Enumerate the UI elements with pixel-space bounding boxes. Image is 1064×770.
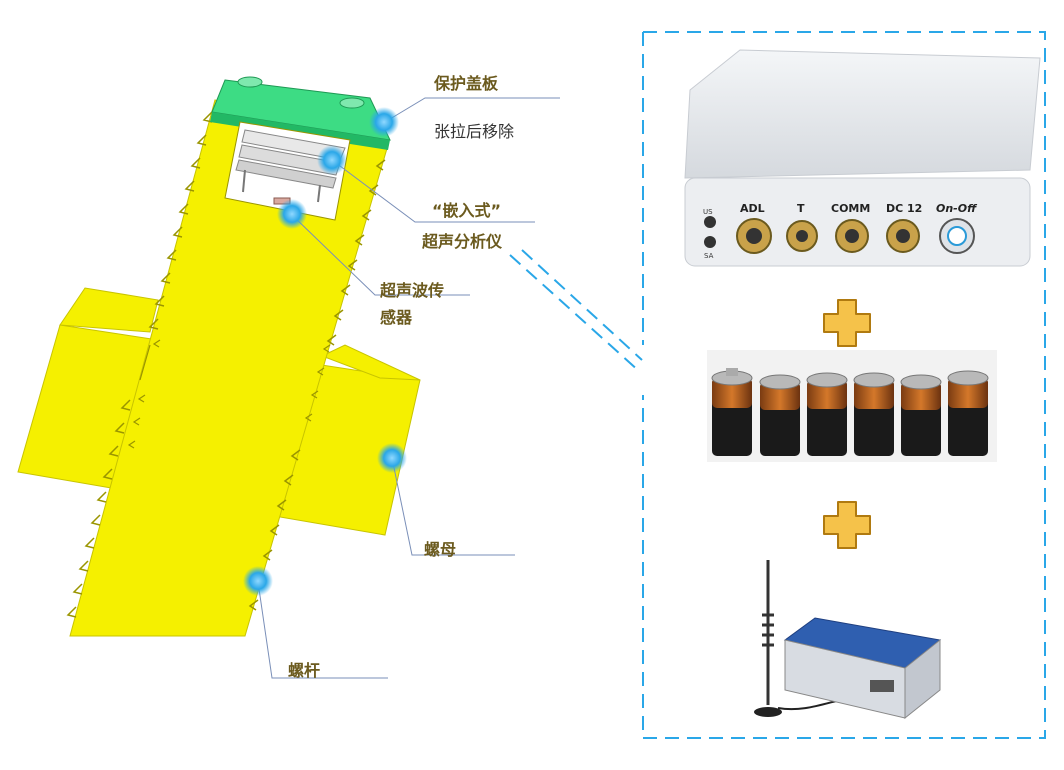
device-led-top xyxy=(704,216,716,228)
nut-top-right xyxy=(320,344,421,381)
label-cover-plate: 保护盖板 xyxy=(434,74,499,93)
battery-icon xyxy=(806,372,848,456)
battery-icon xyxy=(853,372,895,456)
port-label-onoff: On-Off xyxy=(936,202,978,215)
marker-dots xyxy=(243,107,407,596)
battery-icon xyxy=(947,370,989,456)
port-label-t: T xyxy=(797,202,805,215)
marker-dot xyxy=(277,199,307,229)
dashed-frame xyxy=(642,31,1046,739)
port-label-dc: DC 12 xyxy=(886,202,922,215)
dashed-connector xyxy=(509,249,643,373)
label-sensor-line1: 超声波传 xyxy=(380,281,445,300)
device-label-sa: SA xyxy=(704,252,714,260)
plus-icon xyxy=(823,501,871,549)
thread-left xyxy=(66,111,213,618)
leader-analyzer xyxy=(331,159,535,223)
analyzer-plate-mid xyxy=(238,144,341,176)
analyzer-leg-right xyxy=(317,184,321,203)
battery-icon xyxy=(900,374,942,456)
leader-cover xyxy=(384,97,560,123)
analyzer-device: US SA ADL T COMM DC 12 On-Off xyxy=(684,49,1041,267)
nut-top xyxy=(59,287,159,333)
label-embedded-line1: “嵌入式” xyxy=(432,201,502,220)
label-sensor-line2: 感器 xyxy=(380,308,413,327)
analyzer-leg-left xyxy=(242,169,246,193)
port-label-adl: ADL xyxy=(740,202,765,215)
leader-lines xyxy=(257,97,560,679)
device-label-us: US xyxy=(703,208,713,216)
label-embedded-line2: 超声分析仪 xyxy=(422,232,503,251)
marker-dot xyxy=(243,566,273,596)
leader-sensor xyxy=(291,214,470,296)
analyzer-plate-low xyxy=(235,159,337,189)
leader-bolt xyxy=(257,581,388,679)
leader-nut xyxy=(391,457,515,556)
port-label-comm: COMM xyxy=(831,202,870,215)
battery-icon xyxy=(711,368,753,456)
device-top xyxy=(684,49,1041,179)
label-remove-after-tension: 张拉后移除 xyxy=(434,122,515,141)
marker-dot xyxy=(369,107,399,137)
wireless-modem xyxy=(754,560,942,720)
thread-center xyxy=(127,339,331,449)
device-led-bottom xyxy=(704,236,716,248)
cover-bolt-right xyxy=(339,97,365,109)
marker-dot xyxy=(317,145,347,175)
marker-dot xyxy=(377,443,407,473)
plus-icon xyxy=(823,299,871,347)
cover-bolt-left xyxy=(237,76,263,88)
battery-icon xyxy=(759,374,801,456)
bolt-model xyxy=(17,76,421,637)
label-bolt: 螺杆 xyxy=(288,661,321,680)
modem-side xyxy=(904,638,941,720)
label-nut: 螺母 xyxy=(424,540,457,559)
batteries xyxy=(707,350,997,462)
